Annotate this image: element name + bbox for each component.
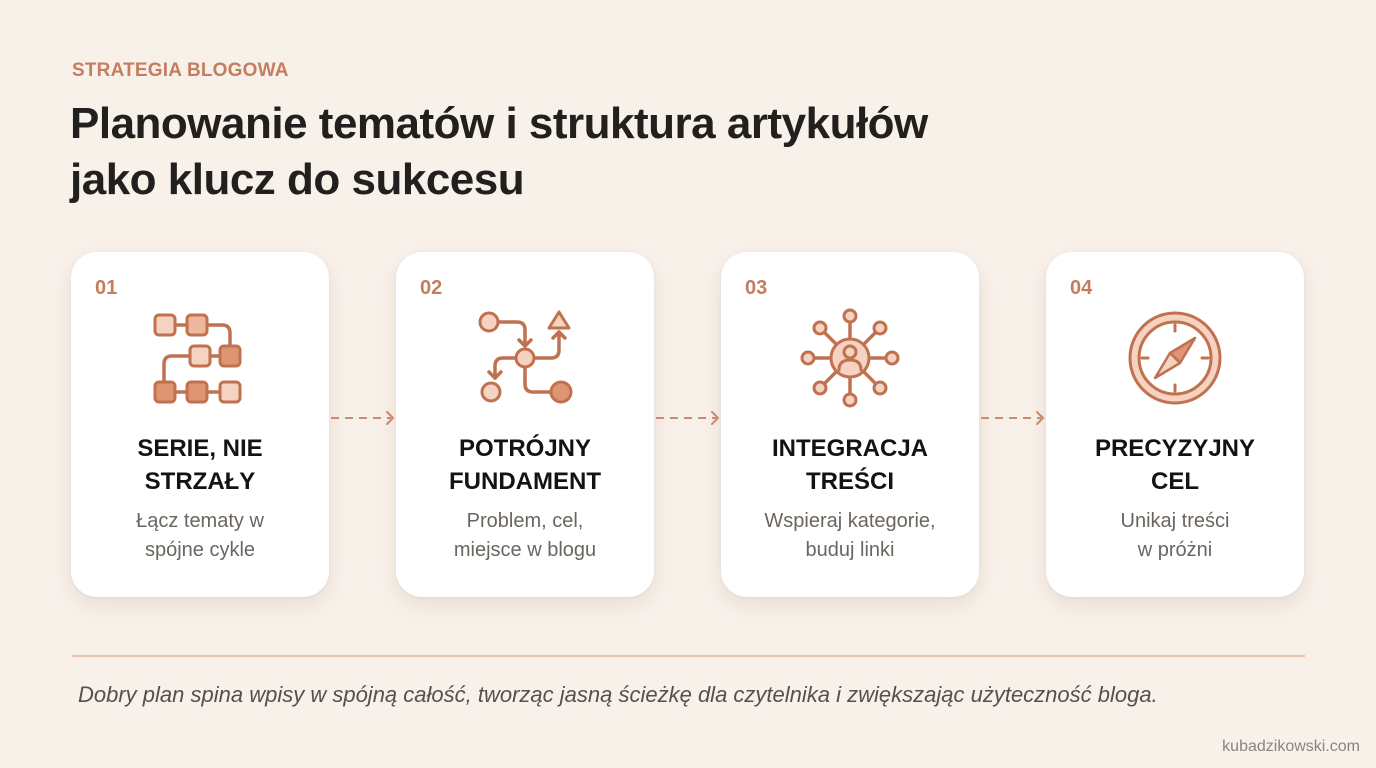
page-title: Planowanie tematów i struktura artykułów… bbox=[70, 96, 928, 208]
title-line-2: jako klucz do sukcesu bbox=[70, 155, 525, 204]
series-flow-icon bbox=[153, 313, 242, 404]
step-description: Łącz tematy w spójne cykle bbox=[136, 510, 264, 561]
step-card-3: 03 INTEGRACJA TREŚCI Wspier bbox=[721, 252, 979, 597]
eyebrow-label: STRATEGIA BLOGOWA bbox=[72, 60, 289, 81]
branching-paths-icon bbox=[478, 310, 573, 404]
step-number: 04 bbox=[1070, 277, 1093, 299]
footer-site-link[interactable]: kubadzikowski.com bbox=[1222, 738, 1360, 755]
step-heading: PRECYZYJNY CEL bbox=[1094, 435, 1256, 495]
step-number: 02 bbox=[420, 277, 443, 299]
step-number: 01 bbox=[95, 277, 118, 299]
step-description: Wspieraj kategorie, buduj linki bbox=[764, 510, 936, 561]
compass-icon bbox=[1128, 311, 1222, 405]
divider bbox=[72, 655, 1305, 657]
step-card-4: 04 PRECYZYJNY CEL Unikaj treści w próżni bbox=[1046, 252, 1304, 597]
step-description: Unikaj treści w próżni bbox=[1120, 510, 1230, 561]
step-description: Problem, cel, miejsce w blogu bbox=[453, 510, 597, 561]
dashed-arrow-icon bbox=[656, 411, 719, 425]
step-number: 03 bbox=[745, 277, 768, 299]
dashed-arrow-icon bbox=[331, 411, 394, 425]
title-line-1: Planowanie tematów i struktura artykułów bbox=[70, 99, 928, 148]
tagline: Dobry plan spina wpisy w spójną całość, … bbox=[78, 682, 1158, 707]
step-card-2: 02 POTRÓJNY FUNDAMENT Problem, cel, miej… bbox=[396, 252, 654, 597]
network-hub-icon bbox=[800, 308, 900, 408]
step-heading: POTRÓJNY FUNDAMENT bbox=[449, 435, 601, 495]
step-heading: SERIE, NIE STRZAŁY bbox=[137, 435, 263, 495]
step-card-1: 01 SERIE, NIE STRZAŁY Łącz tematy w spój… bbox=[71, 252, 329, 597]
step-heading: INTEGRACJA TREŚCI bbox=[771, 435, 928, 495]
dashed-arrow-icon bbox=[981, 411, 1044, 425]
